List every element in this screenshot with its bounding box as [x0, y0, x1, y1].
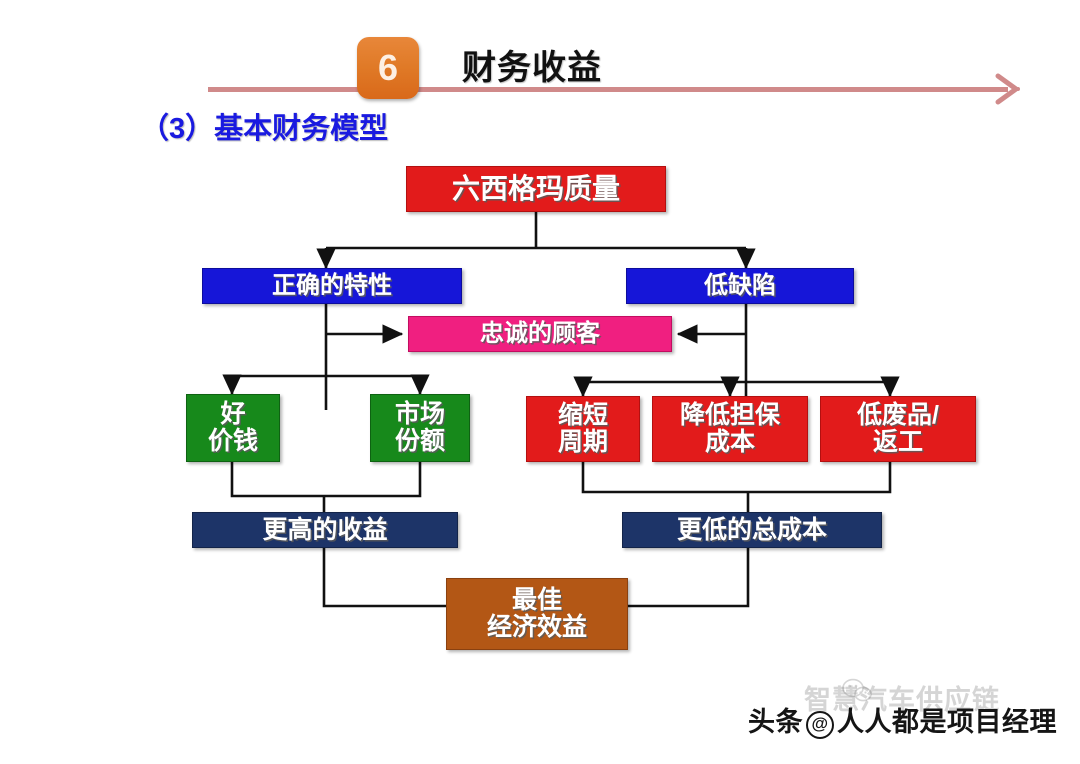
node-lower-total-cost[interactable]: 更低的总成本 — [622, 512, 882, 548]
page-title: 财务收益 — [462, 49, 602, 87]
node-low-defects[interactable]: 低缺陷 — [626, 268, 854, 304]
node-best-economic-benefit[interactable]: 最佳 经济效益 — [446, 578, 628, 650]
node-good-price[interactable]: 好 价钱 — [186, 394, 280, 462]
watermark-platform: 头条 — [748, 707, 803, 737]
node-quality[interactable]: 六西格玛质量 — [406, 166, 666, 212]
node-loyal-customers[interactable]: 忠诚的顾客 — [408, 316, 672, 352]
slide-header: 6 财务收益 （3）基本财务模型 — [0, 0, 1080, 150]
watermark-brand: 智慧汽车供应链 — [804, 685, 1000, 715]
footer-watermarks: 智慧汽车供应链 头条@人人都是项目经理 — [0, 672, 1080, 764]
flowchart-connectors — [222, 212, 900, 608]
at-symbol-icon: @ — [806, 711, 834, 739]
node-market-share[interactable]: 市场 份额 — [370, 394, 470, 462]
watermark-account-line: 头条@人人都是项目经理 — [748, 700, 1057, 739]
financial-model-flowchart: 六西格玛质量 正确的特性 低缺陷 忠诚的顾客 好 价钱 市场 份额 缩短 周期 … — [0, 150, 1080, 680]
header-arrow-icon — [995, 73, 1020, 105]
section-number-badge: 6 — [357, 37, 419, 99]
node-shorter-cycle[interactable]: 缩短 周期 — [526, 396, 640, 462]
node-right-characteristics[interactable]: 正确的特性 — [202, 268, 462, 304]
watermark-account-name: 人人都是项目经理 — [837, 707, 1057, 737]
node-higher-revenue[interactable]: 更高的收益 — [192, 512, 458, 548]
wechat-icon — [842, 678, 872, 702]
header-rule-line — [208, 87, 1008, 92]
node-lower-warranty-cost[interactable]: 降低担保 成本 — [652, 396, 808, 462]
node-less-scrap-rework[interactable]: 低废品/ 返工 — [820, 396, 976, 462]
section-subtitle: （3）基本财务模型 — [140, 113, 389, 145]
